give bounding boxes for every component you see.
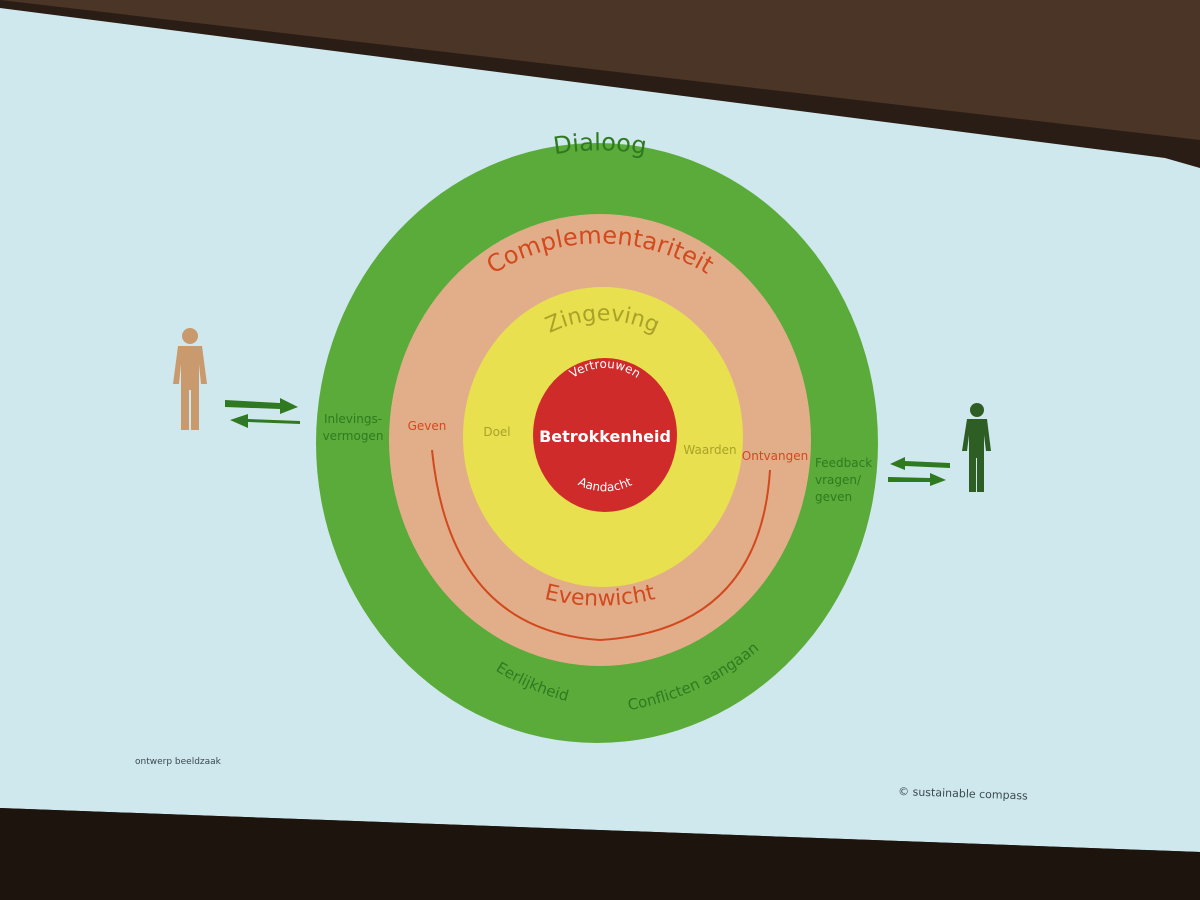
inlevingsvermogen-label-2: vermogen [323, 429, 384, 443]
exchange-arrows-right-icon [888, 457, 950, 486]
footer-copyright: © sustainable compass [898, 785, 1028, 803]
inlevingsvermogen-label-1: Inlevings- [324, 412, 382, 426]
doel-label: Doel [483, 425, 510, 439]
geven-label: Geven [408, 419, 447, 433]
person-right-icon [962, 403, 991, 492]
feedback-label-2: vragen/ [815, 473, 862, 487]
core-betrokkenheid [533, 358, 677, 512]
balance-arc [431, 449, 771, 642]
person-left-icon [173, 328, 207, 430]
dialoog-title: Dialoog [551, 128, 648, 160]
ontvangen-label: Ontvangen [742, 449, 808, 463]
exchange-arrows-left-icon [225, 398, 300, 428]
svg-text:Aandacht: Aandacht [576, 475, 634, 495]
waarden-label: Waarden [683, 443, 736, 457]
feedback-label-3: geven [815, 490, 852, 504]
footer-design-credit: ontwerp beeldzaak [135, 757, 222, 767]
compass-diagram: Dialoog Complementariteit Zingeving Vert… [316, 128, 878, 743]
aandacht-label: Aandacht [576, 475, 634, 495]
feedback-label-1: Feedback [815, 456, 872, 470]
betrokkenheid-label: Betrokkenheid [539, 427, 671, 446]
svg-text:Dialoog: Dialoog [551, 128, 648, 160]
